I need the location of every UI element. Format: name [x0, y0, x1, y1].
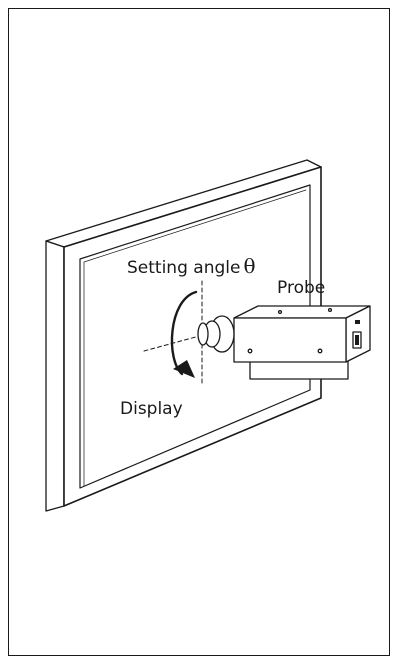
probe-screw-4 [327, 307, 333, 313]
probe-screw-3 [277, 309, 283, 315]
probe-body-front [233, 317, 347, 363]
horizontal-dashed-line [143, 334, 204, 352]
setting-angle-text: Setting angle [127, 258, 241, 278]
monitor-left-edge [45, 240, 65, 512]
probe-connector-inner [355, 335, 359, 345]
rotation-arrow-head [173, 360, 195, 378]
probe-indicator [355, 320, 360, 324]
probe [197, 305, 371, 380]
display-monitor [45, 159, 322, 512]
monitor-screen [79, 184, 311, 489]
theta-symbol: θ [243, 254, 256, 278]
monitor-screen-inner [83, 189, 307, 487]
probe-screw-2 [317, 348, 323, 354]
display-label: Display [120, 399, 183, 419]
probe-screw-1 [247, 348, 253, 354]
probe-label: Probe [277, 278, 326, 298]
angle-indicator [143, 280, 204, 384]
probe-lens-front [197, 322, 209, 346]
